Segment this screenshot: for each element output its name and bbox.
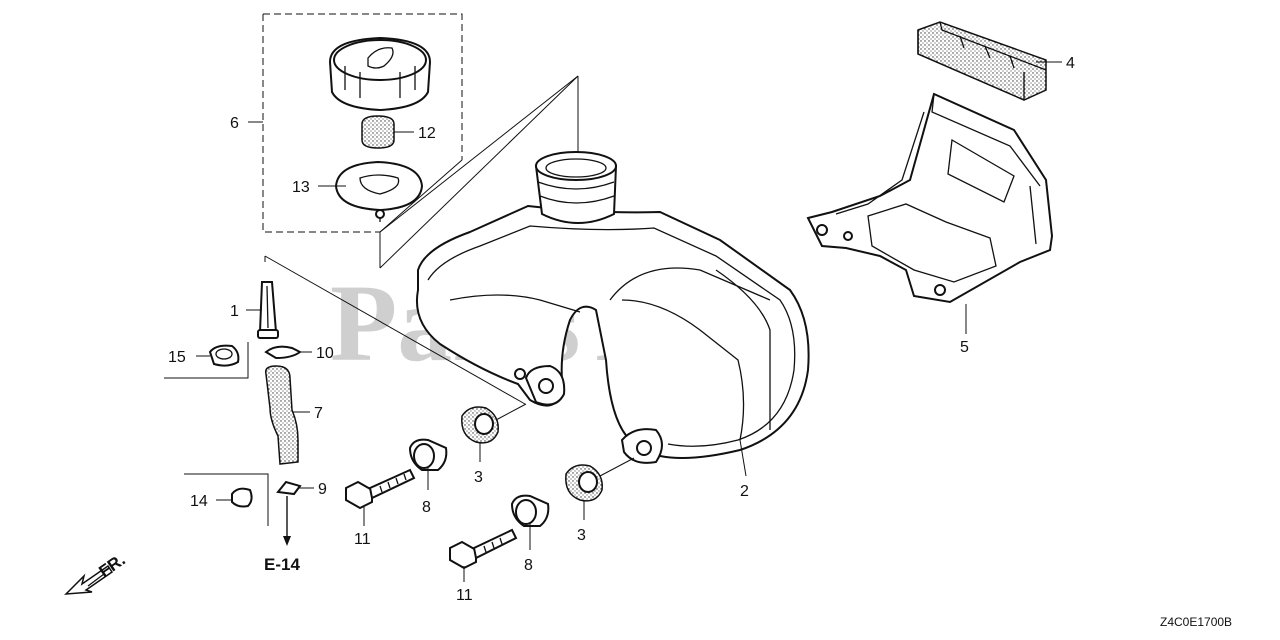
callout-2: 2	[740, 483, 749, 500]
fuel-hose-part[interactable]	[264, 365, 299, 465]
collar-8-upper-part[interactable]	[408, 438, 448, 471]
callout-6: 6	[230, 115, 239, 132]
e14-reference-arrow	[283, 496, 291, 546]
hose-clip-10-part[interactable]	[264, 345, 302, 360]
bolt-11-lower-part[interactable]	[449, 528, 518, 570]
callout-11-upper: 11	[354, 531, 371, 548]
callout-14: 14	[190, 493, 208, 510]
callout-9: 9	[318, 481, 327, 498]
callout-15: 15	[168, 349, 186, 366]
grommet-3-lower-part[interactable]	[565, 457, 635, 502]
fuel-cap-group-box	[248, 13, 463, 233]
bolt-11-upper-part[interactable]	[345, 468, 416, 510]
callout-1: 1	[230, 303, 239, 320]
tube-clamp-14-part[interactable]	[184, 473, 269, 526]
callout-13: 13	[292, 179, 310, 196]
fuel-tank-part[interactable]	[416, 151, 810, 464]
rubber-pad-part[interactable]	[917, 21, 1047, 101]
leader-lines	[196, 61, 1062, 582]
fuel-filter-part[interactable]	[257, 281, 279, 339]
callout-3-lower: 3	[577, 527, 586, 544]
callout-3-upper: 3	[474, 469, 483, 486]
fuel-cap-part[interactable]	[328, 36, 432, 112]
callout-7: 7	[314, 405, 323, 422]
tube-clamp-15-part[interactable]	[164, 342, 249, 379]
diagram-code: Z4C0E1700B	[1160, 615, 1232, 629]
front-direction-arrow: FR.	[64, 550, 129, 595]
collar-8-lower-part[interactable]	[510, 494, 550, 527]
callout-10: 10	[316, 345, 334, 362]
cap-to-neck-guide	[379, 75, 579, 269]
callout-5: 5	[960, 339, 969, 356]
fuel-line-guide	[264, 255, 526, 405]
callout-8-upper: 8	[422, 499, 431, 516]
tank-bracket-part[interactable]	[806, 92, 1054, 304]
callout-8-lower: 8	[524, 557, 533, 574]
hose-clip-9-part[interactable]	[276, 480, 302, 496]
reference-e14: E-14	[264, 555, 300, 574]
grommet-3-upper-part[interactable]	[461, 403, 527, 444]
callout-12: 12	[418, 125, 436, 142]
cap-gasket-part[interactable]	[361, 115, 395, 149]
callout-4: 4	[1066, 55, 1075, 72]
callout-11-lower: 11	[456, 587, 473, 604]
strainer-plate-part[interactable]	[334, 160, 424, 222]
